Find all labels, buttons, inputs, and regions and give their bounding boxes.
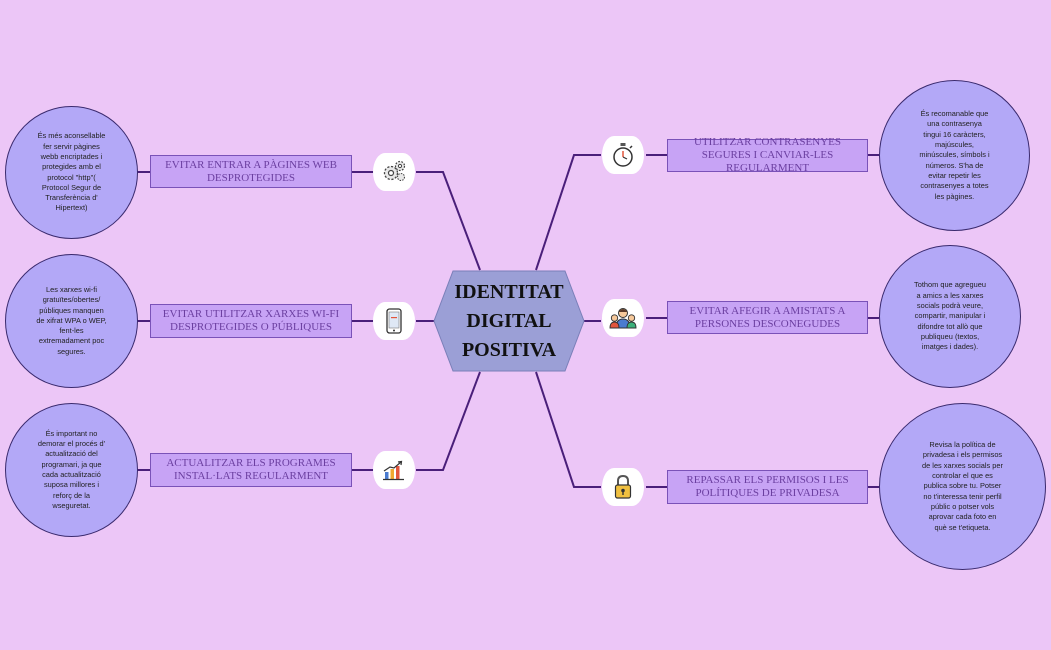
central-topic[interactable]: IDENTITAT DIGITAL POSITIVA — [433, 270, 585, 372]
note-circle-web[interactable]: És més aconsellable fer servir pàgines w… — [5, 106, 138, 239]
branch-label-friends: EVITAR AFEGIR A AMISTATS A PERSONES DESC… — [689, 304, 846, 330]
branch-box-privacy[interactable]: REPASSAR ELS PERMISOS I LES POLÍTIQUES D… — [667, 470, 868, 504]
note-text-update: És important no demorar el procés d' act… — [37, 428, 106, 510]
connector-update — [416, 371, 481, 471]
note-circle-wifi[interactable]: Les xarxes wi-fi gratuïtes/obertes/ públ… — [5, 254, 138, 388]
central-title: IDENTITAT DIGITAL POSITIVA — [433, 270, 585, 372]
branch-box-wifi[interactable]: EVITAR UTILITZAR XARXES WI-FI DESPROTEGI… — [150, 304, 352, 338]
hexagon-shape — [433, 270, 585, 372]
connector-web — [416, 171, 481, 271]
note-circle-passwords[interactable]: És recomanable que una contrasenya tingu… — [879, 80, 1030, 231]
note-circle-privacy[interactable]: Revisa la política de privadesa i els pe… — [879, 403, 1046, 570]
stopwatch-icon-graphic — [613, 143, 633, 167]
branch-box-friends[interactable]: EVITAR AFEGIR A AMISTATS A PERSONES DESC… — [667, 301, 868, 334]
growth-chart-icon-graphic — [383, 460, 404, 481]
note-text-wifi: Les xarxes wi-fi gratuïtes/obertes/ públ… — [36, 284, 107, 356]
note-text-web: És més aconsellable fer servir pàgines w… — [37, 131, 106, 213]
note-text-friends: Tothom que agregueu a amics a les xarxes… — [914, 280, 986, 352]
branch-label-wifi: EVITAR UTILITZAR XARXES WI-FI DESPROTEGI… — [162, 308, 340, 333]
branch-box-web[interactable]: EVITAR ENTRAR A PÀGINES WEB DESPROTEGIDE… — [150, 155, 352, 188]
branch-label-privacy: REPASSAR ELS PERMISOS I LES POLÍTIQUES D… — [686, 474, 849, 499]
note-circle-friends[interactable]: Tothom que agregueu a amics a les xarxes… — [879, 245, 1021, 388]
growth-chart-icon[interactable] — [373, 451, 415, 489]
central-title-line-3: POSITIVA — [461, 338, 557, 361]
gears-icon-graphic — [383, 160, 406, 182]
note-text-privacy: Revisa la política de privadesa i els pe… — [922, 440, 1003, 532]
stopwatch-icon[interactable] — [602, 136, 644, 174]
note-text-passwords: És recomanable que una contrasenya tingu… — [919, 109, 990, 201]
branch-label-update: ACTUALITZAR ELS PROGRAMES INSTAL·LATS RE… — [166, 457, 336, 482]
branch-label-web: EVITAR ENTRAR A PÀGINES WEB DESPROTEGIDE… — [165, 158, 337, 184]
smartphone-icon[interactable] — [373, 302, 415, 340]
branch-box-update[interactable]: ACTUALITZAR ELS PROGRAMES INSTAL·LATS RE… — [150, 453, 352, 487]
people-group-icon[interactable] — [602, 299, 644, 337]
note-circle-update[interactable]: És important no demorar el procés d' act… — [5, 403, 138, 537]
branch-label-passwords: UTILITZAR CONTRASENYES SEGURES I CANVIAR… — [694, 136, 841, 174]
connector-passwords — [535, 154, 601, 271]
central-title-line-1: IDENTITAT — [454, 280, 564, 303]
padlock-icon-graphic — [614, 474, 632, 499]
padlock-icon[interactable] — [602, 468, 644, 506]
branch-box-passwords[interactable]: UTILITZAR CONTRASENYES SEGURES I CANVIAR… — [667, 136, 868, 174]
gears-icon[interactable] — [373, 153, 415, 191]
central-title-line-2: DIGITAL — [466, 309, 552, 332]
people-group-icon-graphic — [609, 308, 637, 329]
connector-privacy — [535, 371, 601, 488]
smartphone-icon-graphic — [386, 308, 402, 334]
